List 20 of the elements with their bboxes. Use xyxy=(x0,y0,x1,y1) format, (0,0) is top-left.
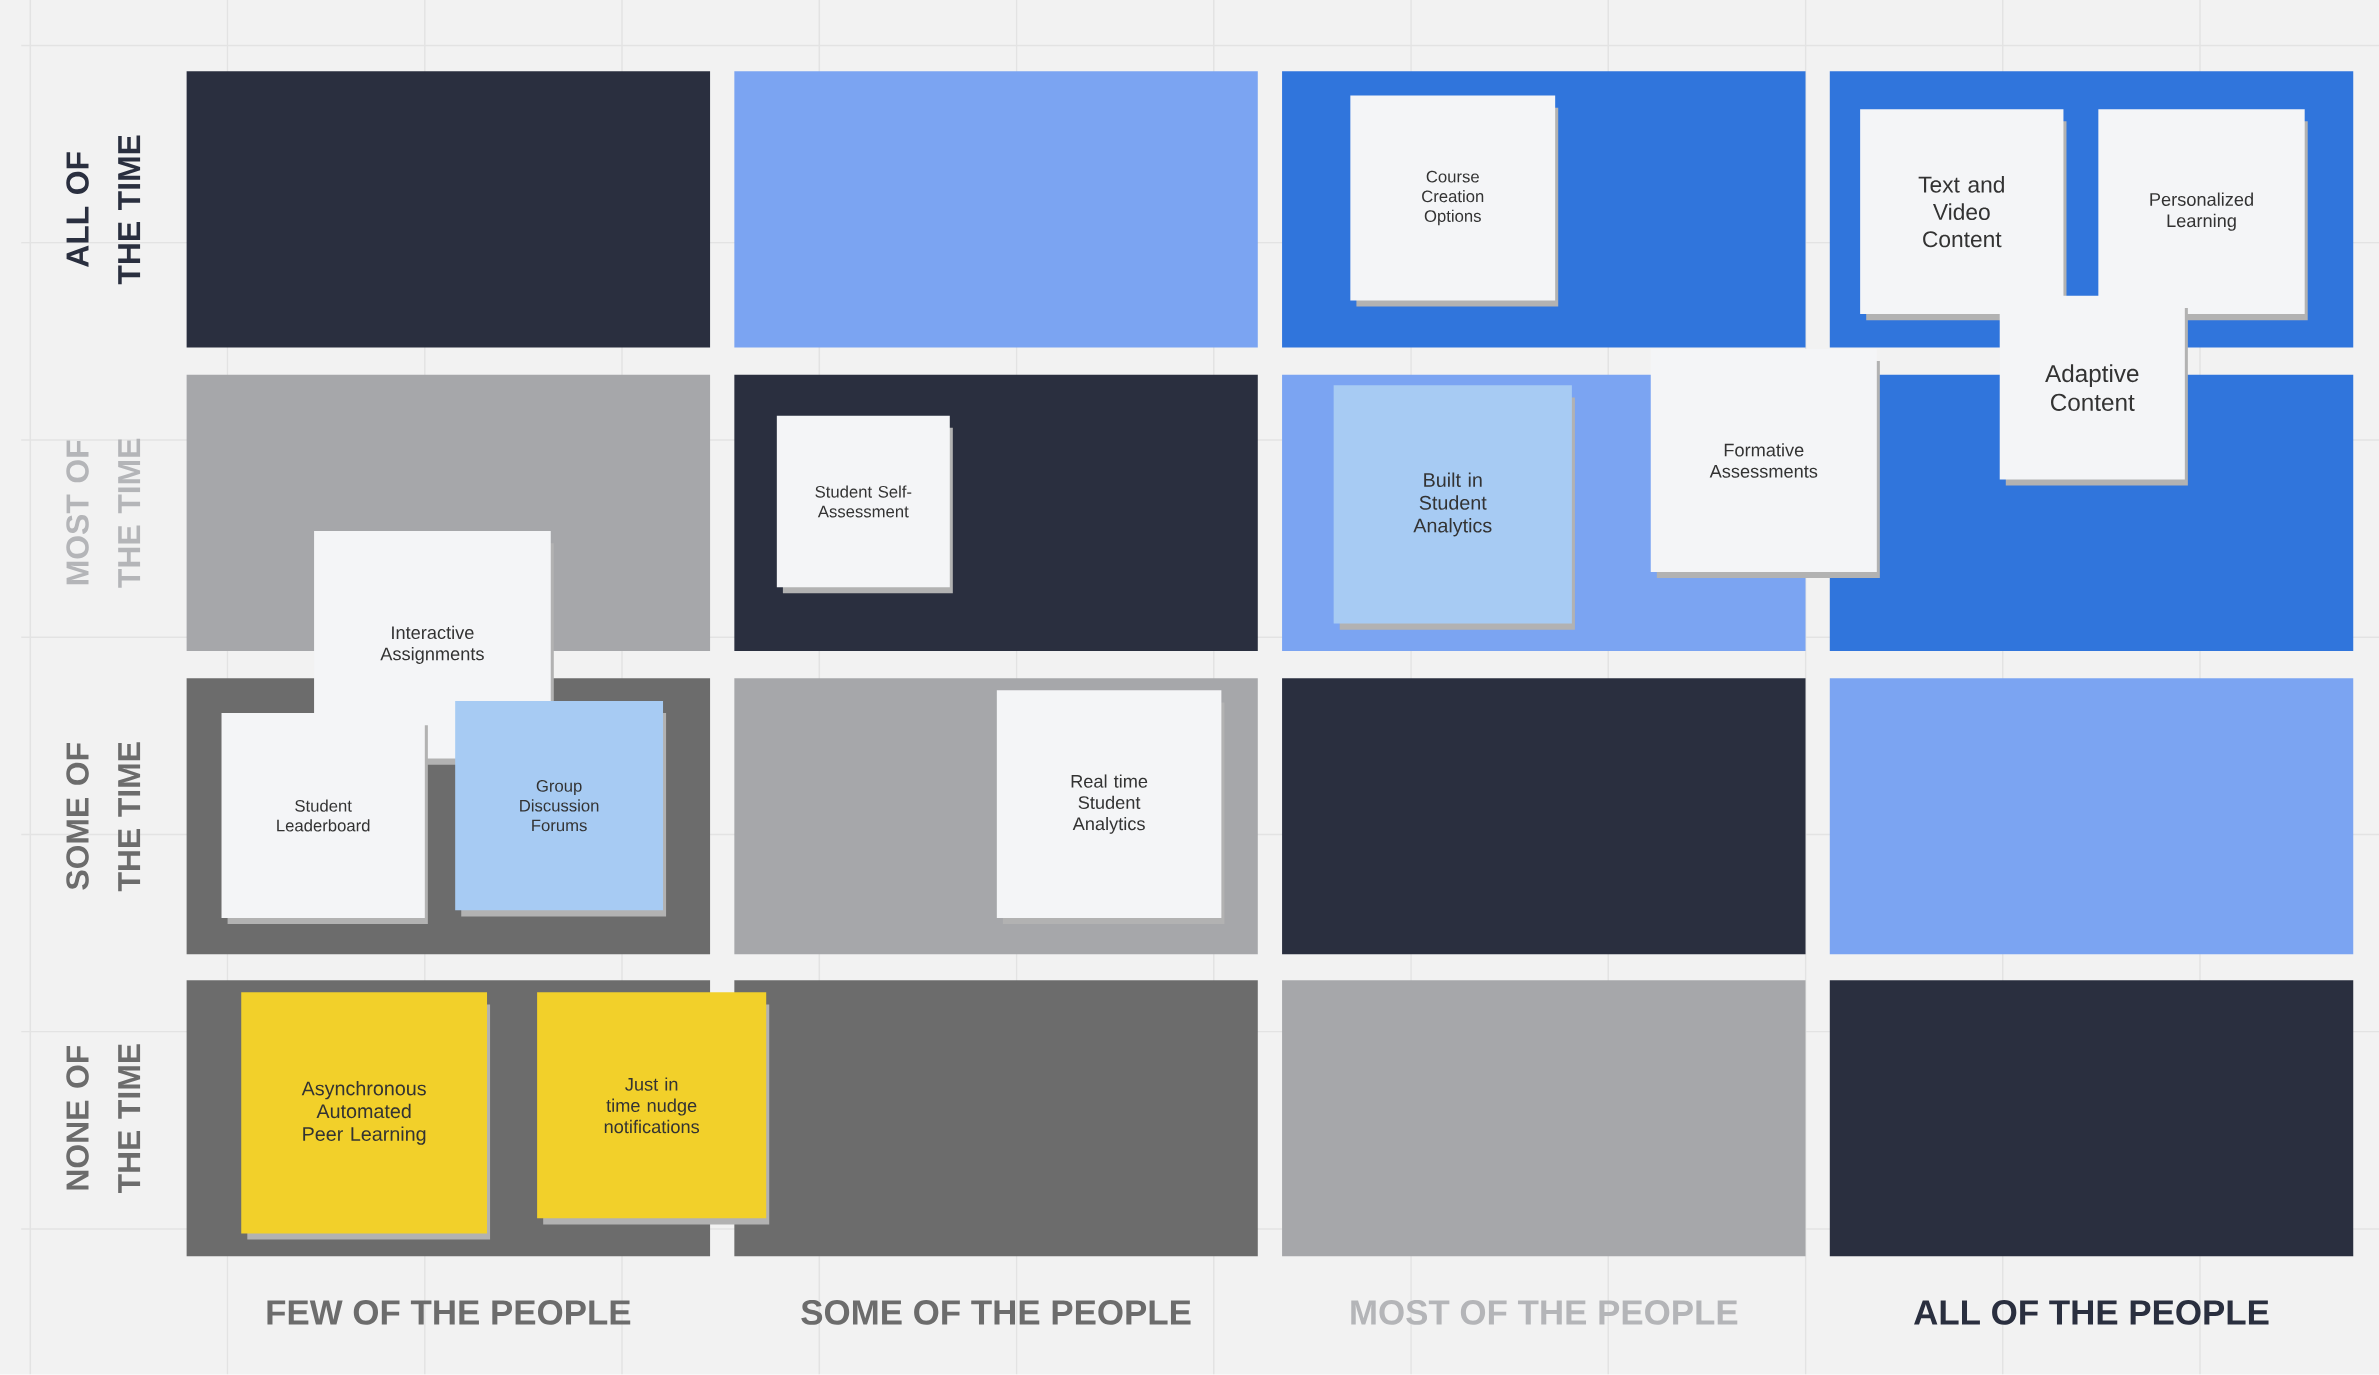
axis-label: SOME OF THE PEOPLE xyxy=(801,1300,1191,1325)
sticky-note: Personalized Learning xyxy=(2098,109,2308,321)
axis-label: NONE OF THE TIME xyxy=(66,1044,141,1194)
sticky-note: Just in time nudge notifications xyxy=(537,992,770,1225)
sticky-note: Text and Video Content xyxy=(1860,109,2067,321)
sticky-note: Asynchronous Automated Peer Learning xyxy=(241,992,491,1240)
sticky-note: Formative Assessments xyxy=(1650,349,1880,579)
axis-label: SOME OF THE TIME xyxy=(66,742,141,892)
axis-label: ALL OF THE TIME xyxy=(66,135,141,285)
sticky-note: Adaptive Content xyxy=(1999,296,2188,486)
axis-label: MOST OF THE TIME xyxy=(66,439,141,588)
axis-label: FEW OF THE PEOPLE xyxy=(267,1300,631,1325)
sticky-note: Built in Student Analytics xyxy=(1333,385,1575,630)
axis-label: MOST OF THE PEOPLE xyxy=(1351,1300,1738,1325)
axis-label: ALL OF THE PEOPLE xyxy=(1914,1300,2269,1325)
sticky-note: Course Creation Options xyxy=(1350,95,1559,307)
sticky-note: Student Leaderboard xyxy=(221,713,428,925)
sticky-note: Group Discussion Forums xyxy=(455,701,667,917)
sticky-note: Real time Student Analytics xyxy=(996,690,1225,925)
sticky-note: Student Self-Assessment xyxy=(776,415,953,594)
